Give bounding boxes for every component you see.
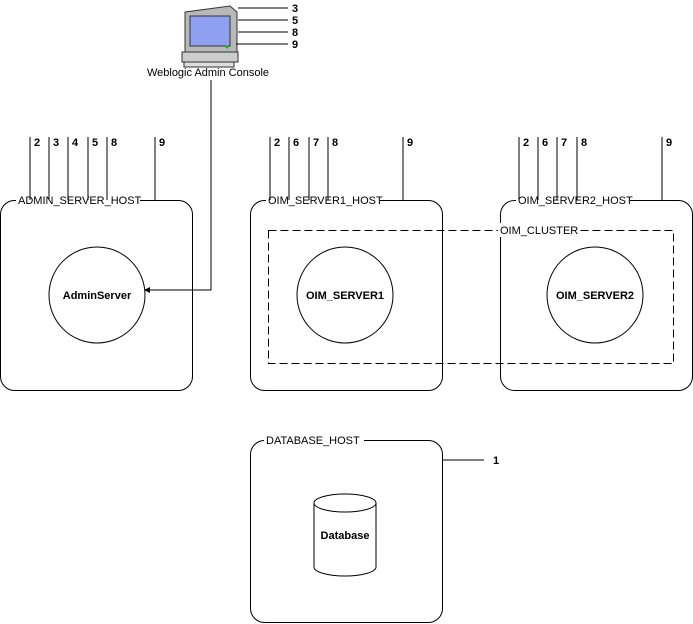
console-connection xyxy=(146,80,212,291)
port-label: 7 xyxy=(313,137,319,149)
server-node xyxy=(546,246,644,344)
port-label: 8 xyxy=(581,137,587,149)
server-node xyxy=(48,246,146,344)
port-label: 2 xyxy=(274,137,280,149)
computer-icon xyxy=(181,5,239,68)
port-label: 8 xyxy=(332,137,338,149)
host-port-lines xyxy=(29,137,663,200)
port-label: 9 xyxy=(407,137,413,149)
database-cylinder-icon xyxy=(313,493,377,577)
database-host-name: DATABASE_HOST xyxy=(266,435,360,447)
port-label: 3 xyxy=(53,137,59,149)
console-label: Weblogic Admin Console xyxy=(147,67,269,79)
console-port: 9 xyxy=(292,39,298,51)
database-label: Database xyxy=(321,530,370,542)
server-name: OIM_SERVER2 xyxy=(556,290,634,302)
console-port: 3 xyxy=(292,3,298,15)
host-name: OIM_SERVER2_HOST xyxy=(518,195,633,207)
console-port: 5 xyxy=(292,15,298,27)
port-label: 8 xyxy=(111,137,117,149)
port-label: 7 xyxy=(561,137,567,149)
console-port: 8 xyxy=(292,27,298,39)
server-name: OIM_SERVER1 xyxy=(306,290,384,302)
port-label: 9 xyxy=(159,137,165,149)
arrowhead-icon xyxy=(144,287,150,293)
port-label: 2 xyxy=(34,137,40,149)
port-label: 6 xyxy=(293,137,299,149)
cluster-name: OIM_CLUSTER xyxy=(500,225,578,237)
port-label: 9 xyxy=(666,137,672,149)
port-label: 1 xyxy=(493,455,499,467)
port-label: 6 xyxy=(542,137,548,149)
port-label: 5 xyxy=(92,137,98,149)
port-label: 4 xyxy=(72,137,79,149)
host-name: OIM_SERVER1_HOST xyxy=(268,195,383,207)
server-name: AdminServer xyxy=(63,290,132,302)
server-node xyxy=(296,246,394,344)
cluster-box xyxy=(268,230,674,364)
host-name: ADMIN_SERVER_HOST xyxy=(18,195,142,207)
port-label: 2 xyxy=(523,137,529,149)
console-port-lines xyxy=(236,7,288,45)
